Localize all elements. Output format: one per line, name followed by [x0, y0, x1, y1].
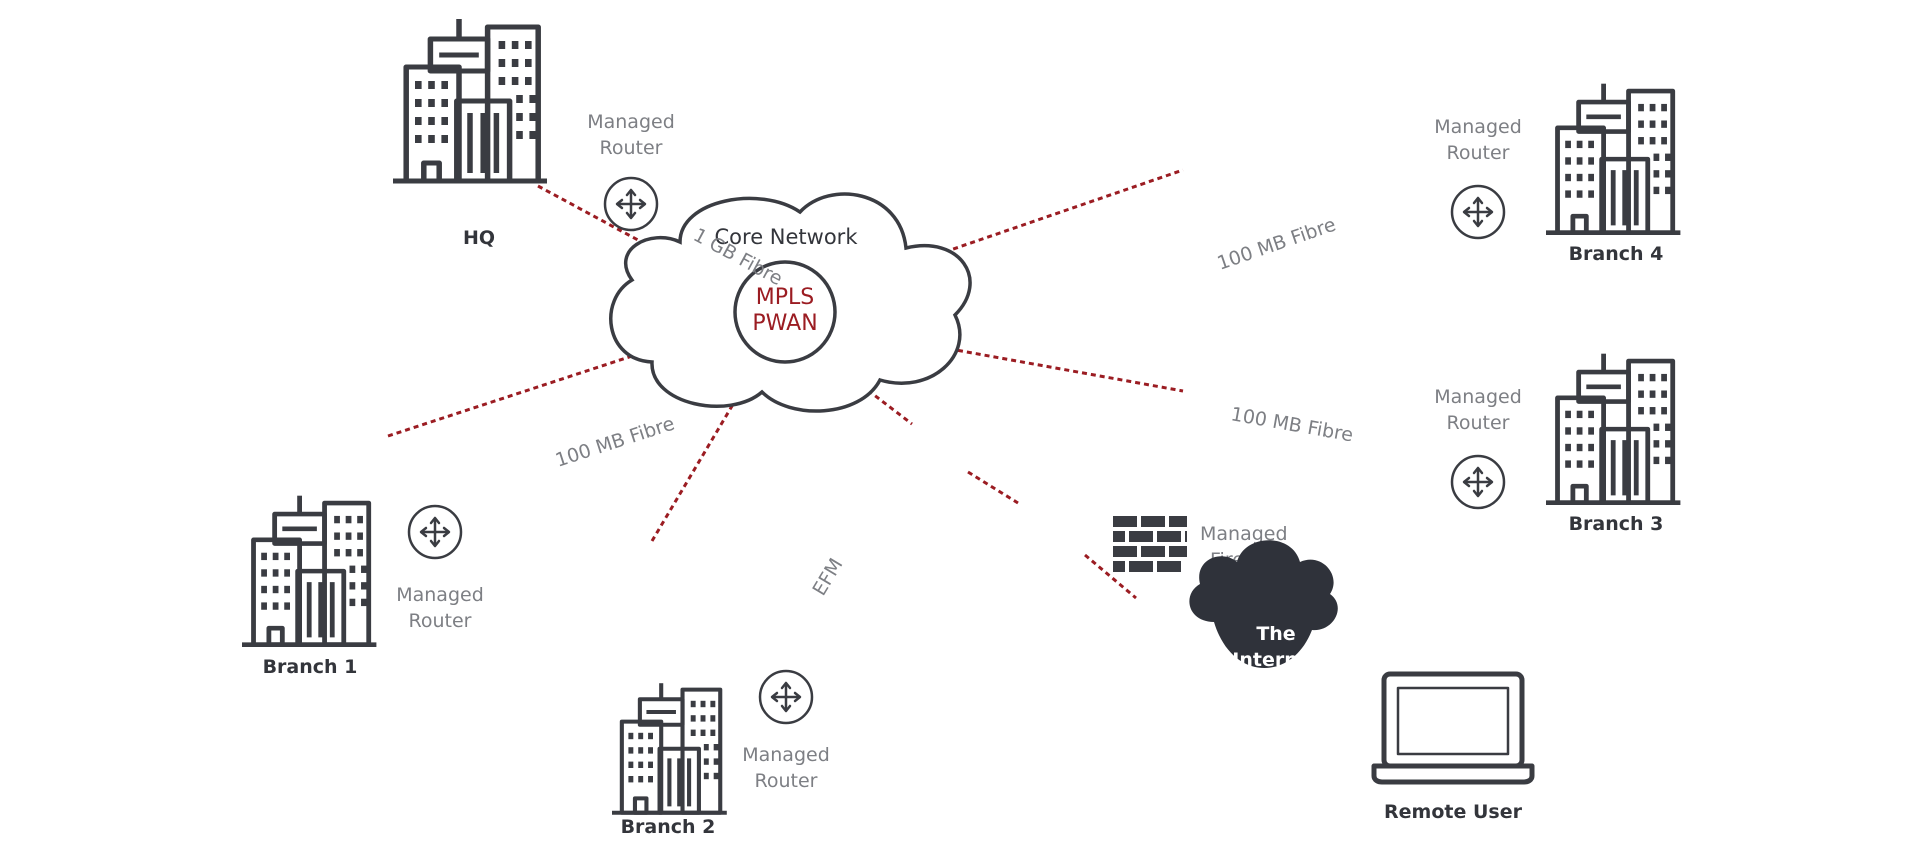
site-name-branch3: Branch 3: [1569, 513, 1664, 535]
internet-cloud-icon: [1189, 540, 1338, 669]
building-icon: [1546, 84, 1680, 233]
remote-user-label: Remote User: [1384, 801, 1523, 823]
link-remote: [1084, 553, 1137, 600]
link-label-branch2: EFM: [808, 555, 847, 600]
building-icon: [612, 683, 727, 813]
internet-line1: The: [1256, 623, 1295, 645]
site-name-branch4: Branch 4: [1569, 243, 1664, 265]
site-name-hq: HQ: [463, 227, 495, 249]
branch2-site: Branch 2 Managed Router: [612, 669, 830, 838]
router-label-hq-1: Managed: [587, 111, 675, 133]
core-network-title: Core Network: [715, 225, 859, 249]
laptop-icon: [1371, 671, 1535, 785]
branch4-site: Branch 4 Managed Router: [1434, 84, 1680, 265]
link-label-branch1: 100 MB Fibre: [553, 413, 677, 472]
building-icon: [393, 19, 547, 181]
firewall-label-1: Managed: [1200, 523, 1288, 545]
internet: The Internet: [1189, 540, 1338, 671]
hub-label-line1: MPLS: [756, 285, 814, 310]
site-name-branch1: Branch 1: [263, 656, 358, 678]
router-label-branch4-1: Managed: [1434, 116, 1522, 138]
hub-label-line2: PWAN: [752, 311, 817, 336]
router-label-branch3-1: Managed: [1434, 386, 1522, 408]
router-label-branch3-2: Router: [1447, 412, 1510, 434]
link-branch4: [833, 168, 1184, 292]
link-hq: [537, 184, 737, 295]
branch3-site: Branch 3 Managed Router: [1434, 354, 1680, 535]
site-name-branch2: Branch 2: [621, 816, 716, 838]
router-icon: [603, 176, 659, 232]
remote-user: Remote User: [1371, 671, 1535, 823]
router-icon: [407, 504, 463, 560]
link-internet: [967, 470, 1019, 505]
link-label-branch3: 100 MB Fibre: [1229, 403, 1355, 446]
router-label-branch4-2: Router: [1447, 142, 1510, 164]
building-icon: [1546, 354, 1680, 503]
router-label-branch1-1: Managed: [396, 584, 484, 606]
building-icon: [242, 496, 376, 645]
branch1-site: Branch 1 Managed Router: [242, 496, 484, 678]
router-icon: [1450, 184, 1506, 240]
hq-site: HQ Managed Router: [393, 19, 675, 249]
router-icon: [758, 669, 814, 725]
link-branch1: [387, 320, 737, 438]
router-icon: [1450, 454, 1506, 510]
firewall-icon: [1113, 516, 1187, 572]
internet-line2: Internet: [1232, 649, 1319, 671]
router-label-hq-2: Router: [600, 137, 663, 159]
router-label-branch1-2: Router: [409, 610, 472, 632]
router-label-branch2-1: Managed: [742, 744, 830, 766]
mpls-hub: [733, 260, 837, 364]
link-label-branch4: 100 MB Fibre: [1214, 214, 1338, 275]
router-label-branch2-2: Router: [755, 770, 818, 792]
